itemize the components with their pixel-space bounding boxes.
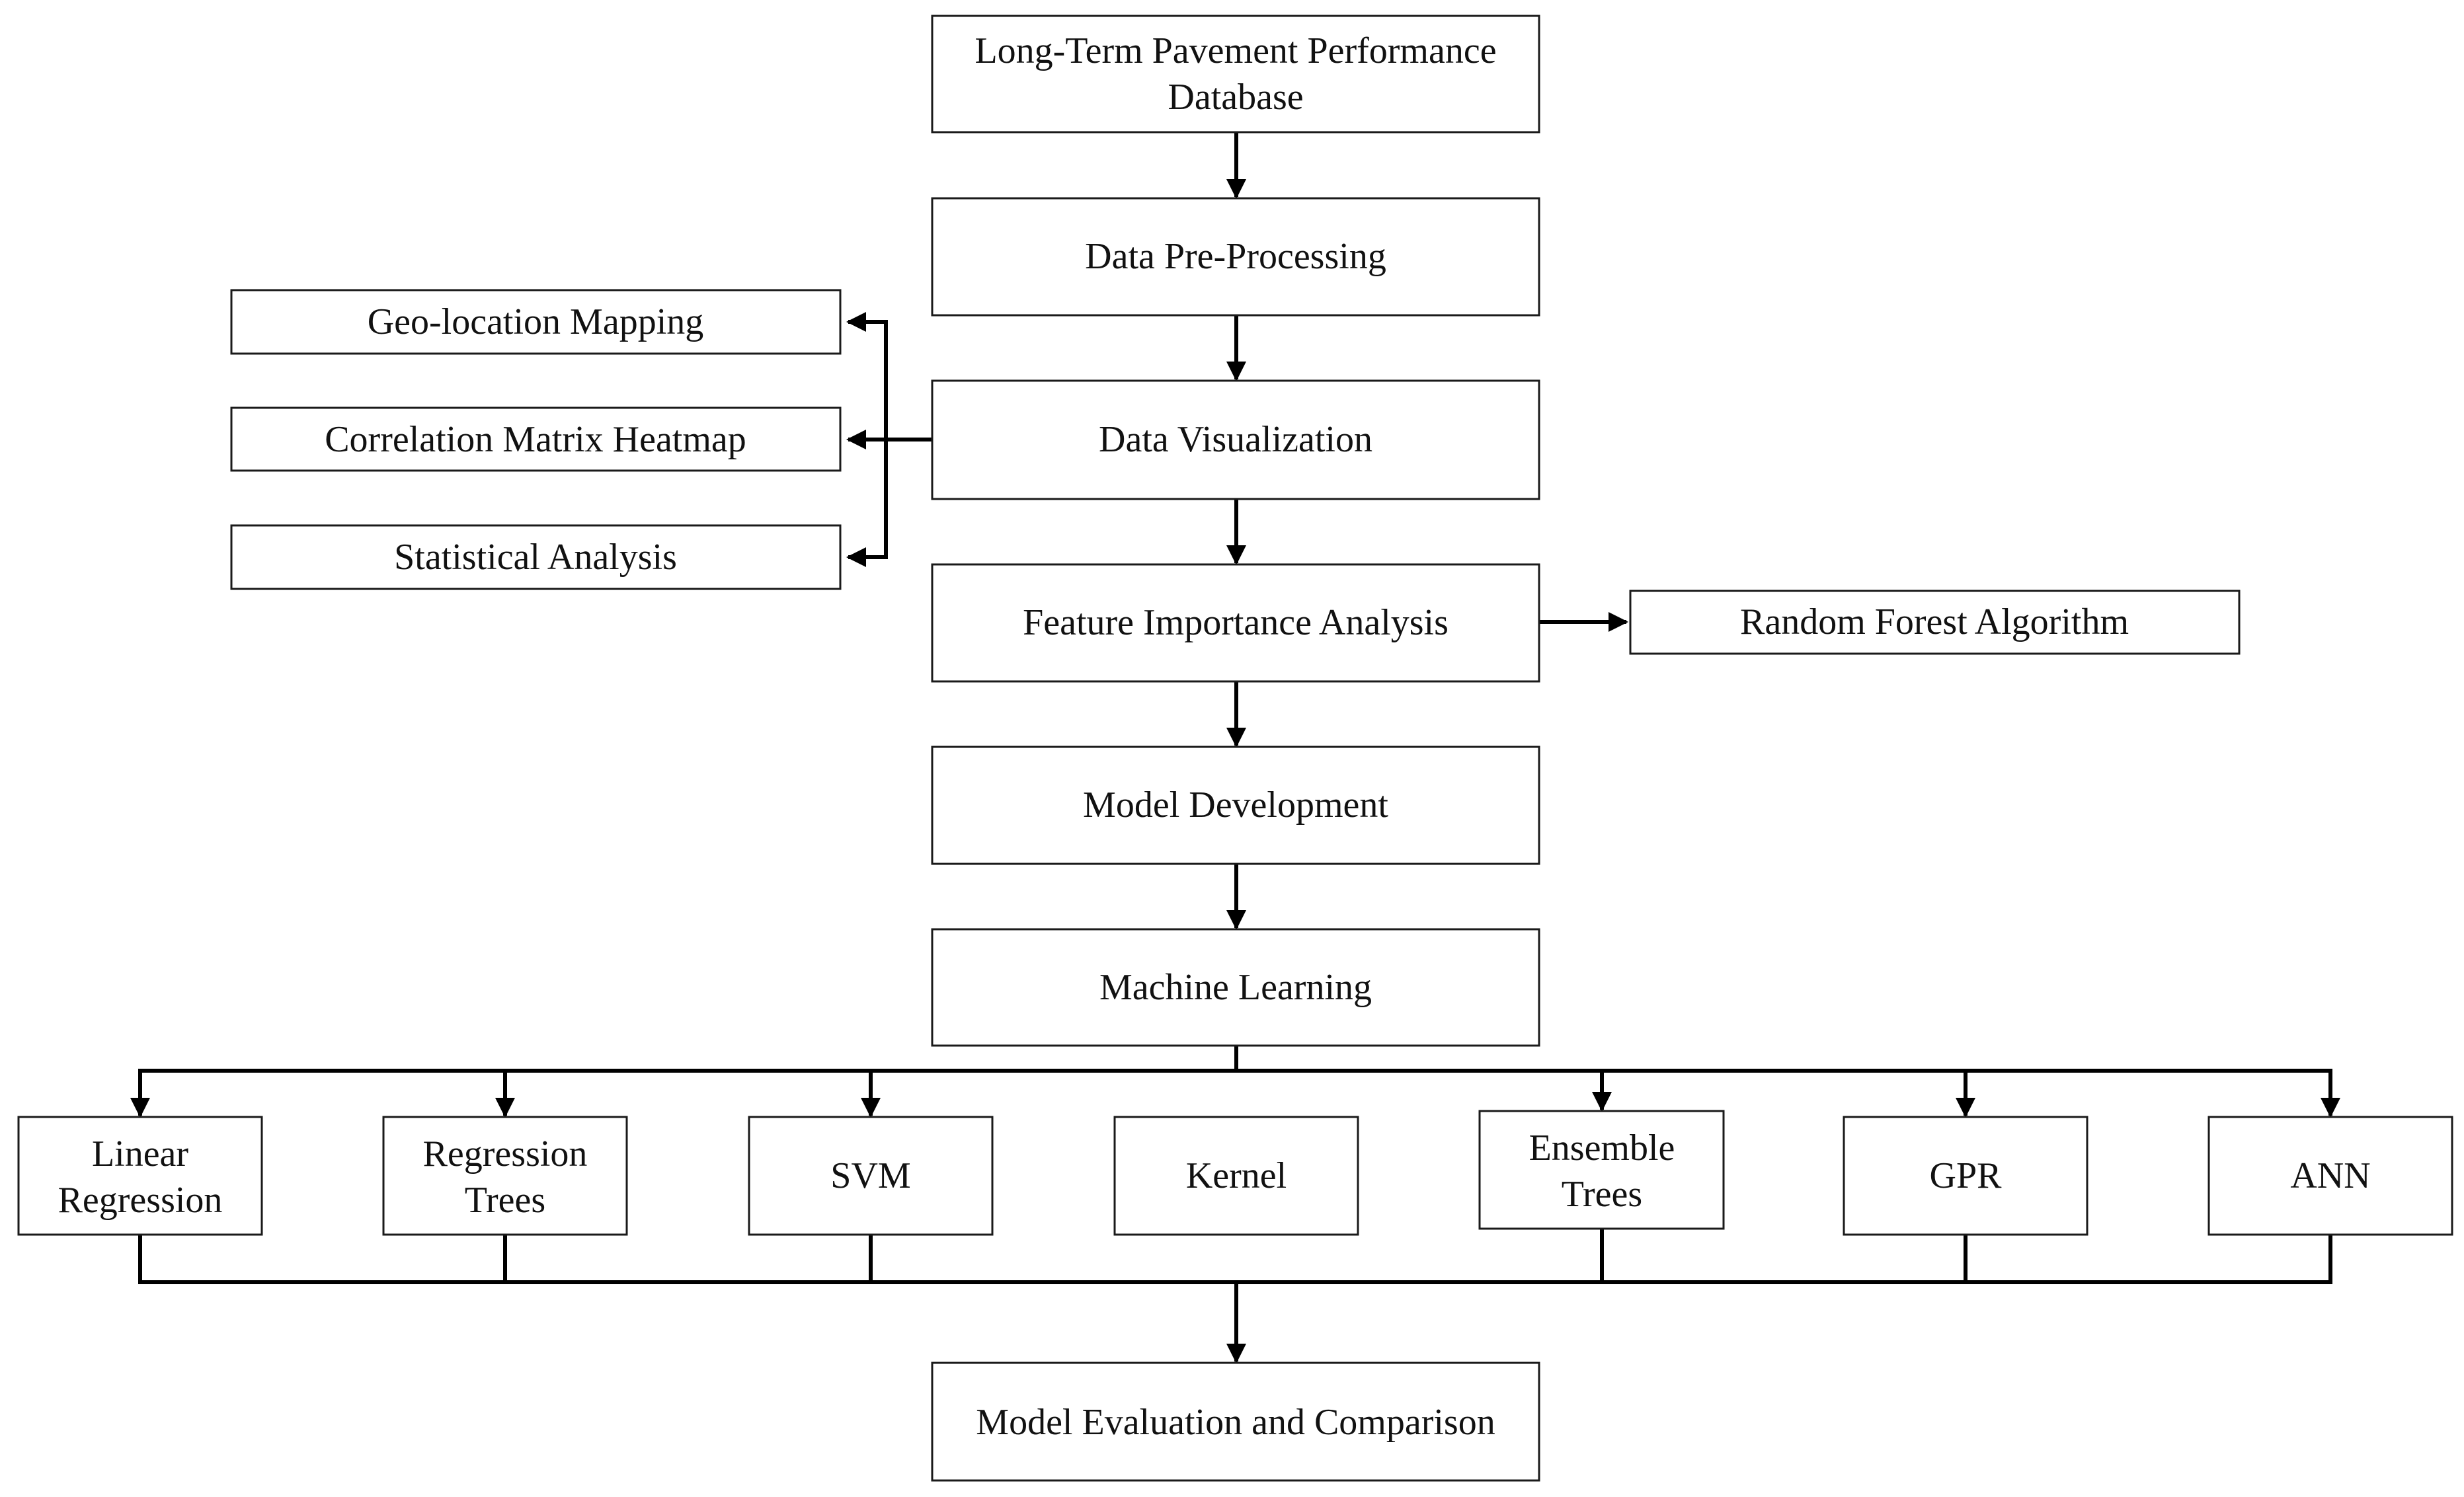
node-data-visualization: Data Visualization (931, 379, 1540, 500)
node-statistical-analysis-label: Statistical Analysis (394, 537, 677, 578)
label-line: Correlation Matrix Heatmap (325, 419, 746, 460)
label-line: GPR (1930, 1155, 2003, 1196)
label-line: ANN (2290, 1155, 2370, 1196)
node-data-visualization-label: Data Visualization (1099, 419, 1372, 460)
node-geo-location-mapping-label: Geo-location Mapping (368, 301, 704, 342)
node-ann: ANN (2207, 1116, 2453, 1236)
label-line: Long-Term Pavement Performance (974, 30, 1496, 71)
node-ann-label: ANN (2290, 1155, 2370, 1196)
label-line: Linear (92, 1133, 188, 1174)
label-line: Regression (423, 1133, 588, 1174)
node-feature-importance: Feature Importance Analysis (931, 563, 1540, 683)
node-data-preprocessing-label: Data Pre-Processing (1085, 236, 1386, 277)
node-machine-learning-label: Machine Learning (1099, 967, 1372, 1008)
connectors (130, 132, 2340, 1363)
label-line: Trees (465, 1180, 545, 1221)
node-correlation-heatmap: Correlation Matrix Heatmap (230, 406, 842, 472)
node-machine-learning: Machine Learning (931, 928, 1540, 1047)
label-line: Geo-location Mapping (368, 301, 704, 342)
node-model-evaluation: Model Evaluation and Comparison (931, 1362, 1540, 1482)
label-line: Data Visualization (1099, 419, 1372, 460)
node-model-development-label: Model Development (1083, 785, 1388, 825)
label-line: Feature Importance Analysis (1023, 602, 1449, 643)
label-line: Data Pre-Processing (1085, 236, 1386, 277)
label-line: Database (1168, 77, 1303, 118)
label-line: Random Forest Algorithm (1740, 601, 2129, 642)
label-line: Trees (1562, 1174, 1642, 1215)
node-gpr: GPR (1843, 1116, 2088, 1236)
node-statistical-analysis: Statistical Analysis (230, 524, 842, 590)
node-random-forest: Random Forest Algorithm (1629, 590, 2241, 655)
node-kernel: Kernel (1113, 1116, 1359, 1236)
label-line: Model Development (1083, 785, 1388, 825)
node-model-development: Model Development (931, 746, 1540, 865)
label-line: Regression (58, 1180, 223, 1221)
label-line: Kernel (1186, 1155, 1287, 1196)
label-line: Statistical Analysis (394, 537, 677, 578)
node-svm: SVM (748, 1116, 994, 1236)
node-gpr-label: GPR (1930, 1155, 2003, 1196)
label-line: Ensemble (1529, 1128, 1675, 1169)
node-correlation-heatmap-label: Correlation Matrix Heatmap (325, 419, 746, 460)
node-model-evaluation-label: Model Evaluation and Comparison (976, 1402, 1495, 1443)
label-line: Machine Learning (1099, 967, 1372, 1008)
label-line: Model Evaluation and Comparison (976, 1402, 1495, 1443)
label-line: SVM (830, 1155, 910, 1196)
node-random-forest-label: Random Forest Algorithm (1740, 601, 2129, 642)
node-feature-importance-label: Feature Importance Analysis (1023, 602, 1449, 643)
node-svm-label: SVM (830, 1155, 910, 1196)
node-data-preprocessing: Data Pre-Processing (931, 197, 1540, 317)
node-geo-location-mapping: Geo-location Mapping (230, 289, 842, 355)
node-kernel-label: Kernel (1186, 1155, 1287, 1196)
